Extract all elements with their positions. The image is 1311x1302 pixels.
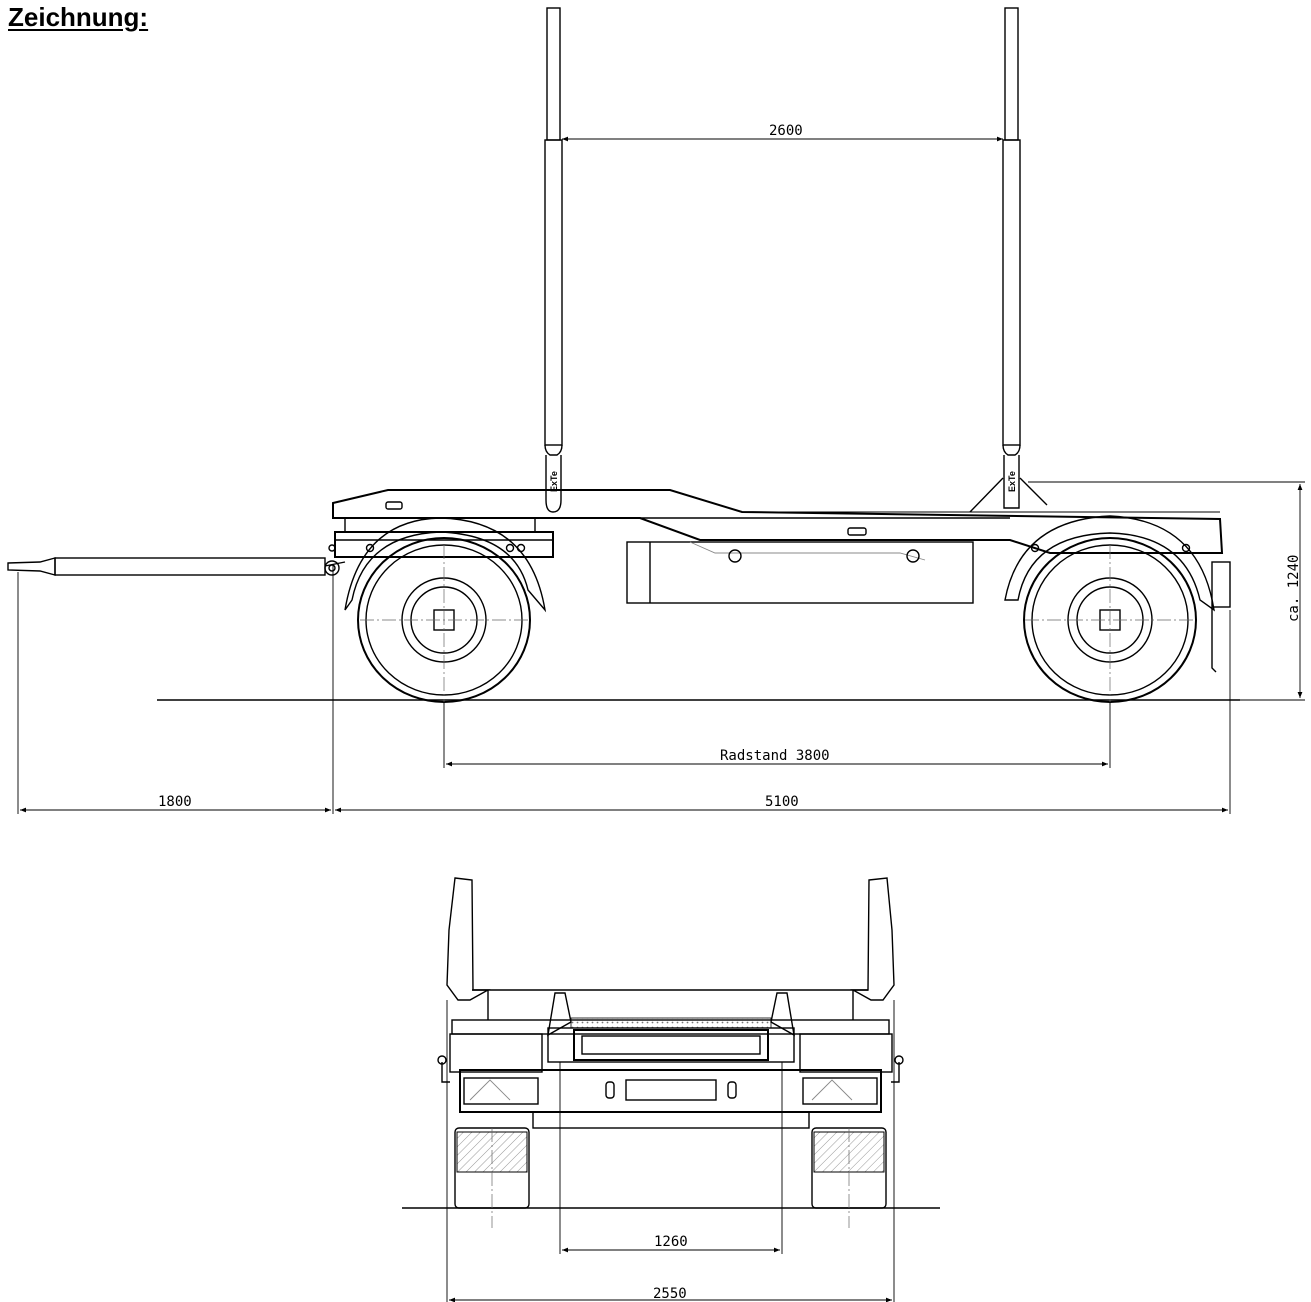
dim-stake-spacing: 2600 [769, 123, 803, 139]
number-plate-area [547, 992, 795, 1063]
dim-overall-length: 5100 [765, 794, 799, 810]
toolbox [626, 541, 974, 604]
dim-track-width: 1260 [654, 1234, 688, 1250]
drawbar [7, 544, 346, 576]
rear-stake [969, 7, 1048, 513]
rear-stake-logo: ExTe [1007, 471, 1017, 492]
rear-right-stake [850, 877, 895, 1001]
side-view: ExTe ExTe [7, 7, 1305, 814]
front-stake [544, 7, 563, 513]
rear-view: 1260 2550 [402, 877, 940, 1302]
front-stake-logo: ExTe [549, 471, 559, 492]
dim-height: ca. 1240 [1286, 555, 1302, 622]
side-dimensions: 2600 ca. 1240 Radstand 3800 1800 5100 [17, 123, 1305, 814]
rear-left-wheel [454, 1127, 530, 1228]
rear-right-wheel [811, 1127, 887, 1228]
rear-wheel [1004, 515, 1231, 705]
rear-left-stake [446, 877, 491, 1001]
light-bar [437, 1033, 904, 1129]
dim-drawbar: 1800 [158, 794, 192, 810]
dim-wheelbase: Radstand 3800 [720, 748, 830, 764]
chassis-frame [332, 489, 1224, 554]
dim-overall-width: 2550 [653, 1286, 687, 1302]
front-wheel [344, 517, 547, 705]
drawing-title: Zeichnung: [8, 2, 149, 32]
rear-dimensions: 1260 2550 [446, 1000, 895, 1302]
